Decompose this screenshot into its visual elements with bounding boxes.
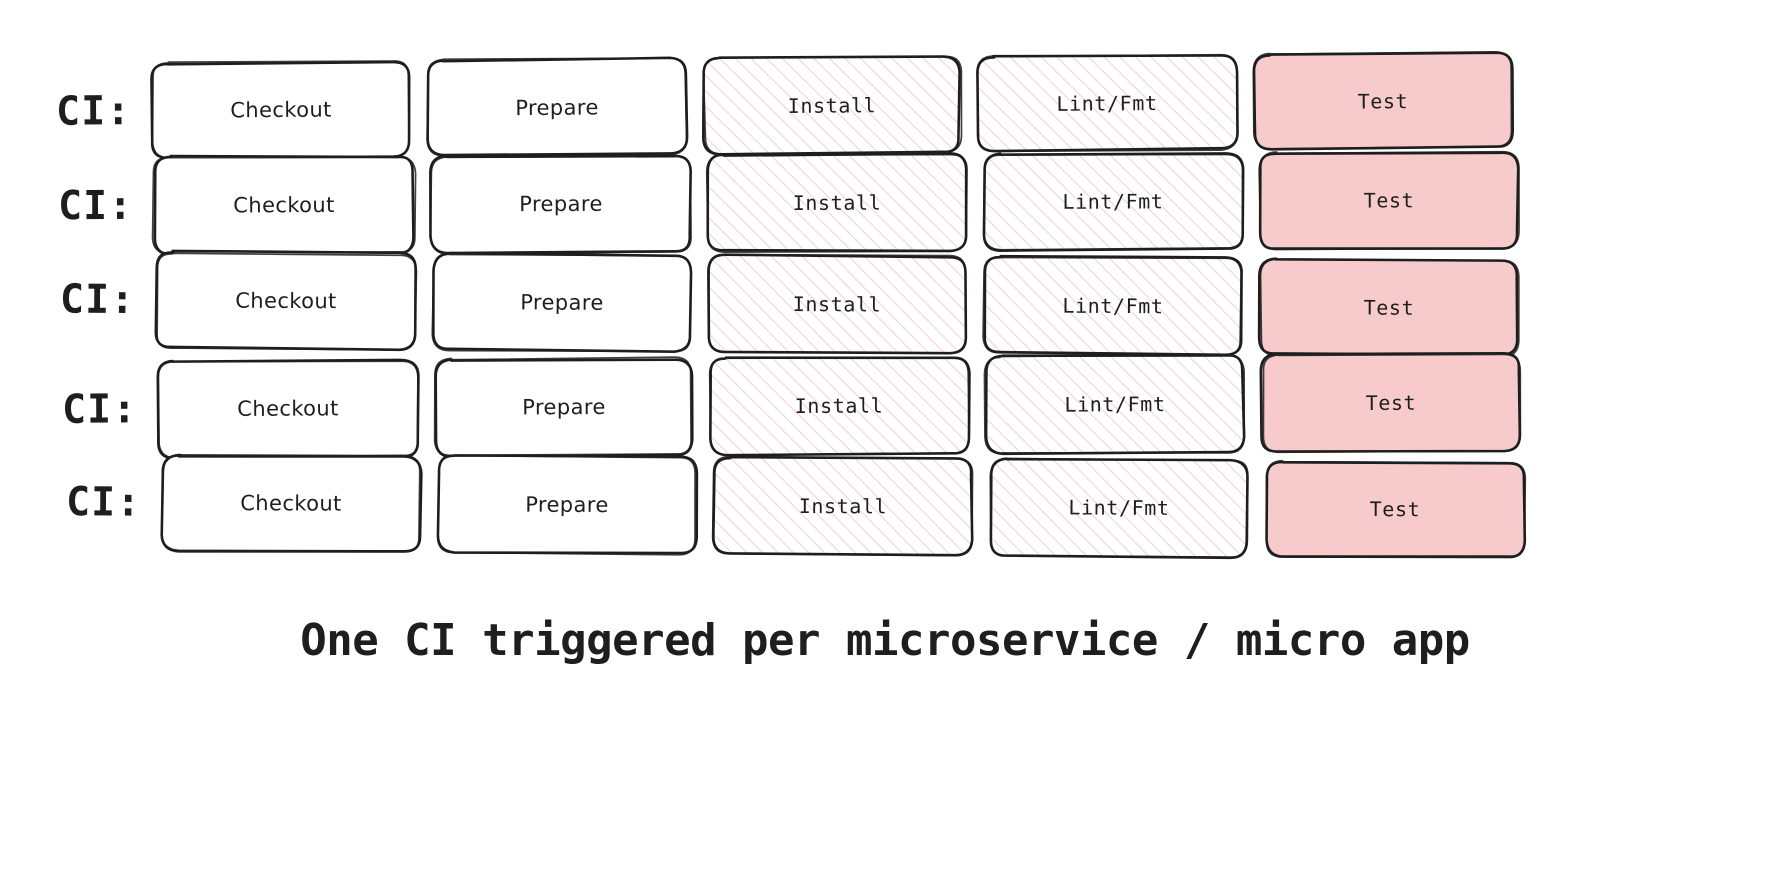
stage-label: Lint/Fmt bbox=[1062, 189, 1164, 214]
ci-row-label: CI: bbox=[55, 87, 132, 135]
pipeline-stage-lint-fmt[interactable]: Lint/Fmt bbox=[983, 354, 1246, 456]
stage-label: Install bbox=[798, 494, 888, 519]
pipeline-stage-install[interactable]: Install bbox=[708, 356, 971, 457]
stage-label: Prepare bbox=[525, 492, 609, 518]
stage-label: Test bbox=[1365, 390, 1417, 415]
pipeline-stage-lint-fmt[interactable]: Lint/Fmt bbox=[982, 152, 1245, 252]
ci-pipeline-row: CI: Checkout Prepare Install Lint/Fmt Test bbox=[55, 50, 1514, 160]
pipeline-stage-checkout[interactable]: Checkout bbox=[160, 453, 423, 553]
stage-label: Prepare bbox=[519, 191, 603, 217]
ci-pipeline-row: CI: Checkout Prepare Install Lint/Fmt Test bbox=[65, 453, 1527, 560]
ci-row-label: CI: bbox=[57, 182, 134, 230]
pipeline-stage-checkout[interactable]: Checkout bbox=[150, 60, 411, 160]
ci-pipeline-row: CI: Checkout Prepare Install Lint/Fmt Test bbox=[59, 249, 1520, 358]
pipeline-stage-test[interactable]: Test bbox=[1258, 150, 1520, 251]
ci-row-label: CI: bbox=[65, 479, 142, 526]
pipeline-stage-test[interactable]: Test bbox=[1265, 459, 1527, 559]
pipeline-stage-prepare[interactable]: Prepare bbox=[431, 251, 693, 353]
stage-label: Lint/Fmt bbox=[1064, 392, 1166, 417]
pipeline-stage-test[interactable]: Test bbox=[1257, 257, 1520, 358]
stage-label: Install bbox=[792, 292, 882, 317]
stage-label: Lint/Fmt bbox=[1068, 495, 1170, 520]
stage-label: Install bbox=[787, 92, 877, 118]
stage-label: Test bbox=[1363, 188, 1415, 213]
pipeline-stage-lint-fmt[interactable]: Lint/Fmt bbox=[982, 254, 1243, 357]
stage-label: Prepare bbox=[520, 290, 604, 315]
stage-label: Test bbox=[1369, 497, 1421, 522]
stage-label: Checkout bbox=[240, 491, 342, 516]
stage-label: Checkout bbox=[230, 97, 332, 122]
stage-label: Test bbox=[1363, 295, 1415, 320]
pipeline-stage-install[interactable]: Install bbox=[705, 152, 968, 253]
stage-label: Lint/Fmt bbox=[1056, 90, 1158, 116]
pipeline-stage-prepare[interactable]: Prepare bbox=[436, 454, 699, 556]
pipeline-stage-lint-fmt[interactable]: Lint/Fmt bbox=[989, 457, 1249, 560]
pipeline-stage-prepare[interactable]: Prepare bbox=[426, 56, 689, 157]
pipeline-stage-checkout[interactable]: Checkout bbox=[156, 358, 420, 460]
pipeline-stage-test[interactable]: Test bbox=[1259, 351, 1522, 454]
stage-label: Checkout bbox=[235, 288, 337, 314]
pipeline-stage-checkout[interactable]: Checkout bbox=[151, 154, 417, 256]
ci-row-label: CI: bbox=[59, 276, 136, 324]
stage-label: Lint/Fmt bbox=[1062, 293, 1164, 319]
pipeline-stage-install[interactable]: Install bbox=[707, 253, 968, 355]
stage-label: Prepare bbox=[515, 94, 599, 120]
stage-label: Install bbox=[792, 190, 882, 215]
diagram-caption: One CI triggered per microservice / micr… bbox=[300, 615, 1470, 666]
stage-label: Test bbox=[1357, 88, 1409, 113]
pipeline-stage-prepare[interactable]: Prepare bbox=[429, 154, 692, 255]
ci-pipeline-row: CI: Checkout Prepare Install Lint/Fmt Test bbox=[61, 351, 1522, 460]
stage-label: Install bbox=[794, 393, 884, 418]
pipeline-stage-test[interactable]: Test bbox=[1252, 50, 1514, 151]
ci-pipeline-row: CI: Checkout Prepare Install Lint/Fmt Test bbox=[57, 150, 1520, 256]
stage-label: Checkout bbox=[237, 396, 339, 421]
pipeline-stage-install[interactable]: Install bbox=[711, 455, 974, 557]
pipeline-stage-checkout[interactable]: Checkout bbox=[154, 249, 418, 352]
stage-label: Prepare bbox=[522, 394, 606, 420]
stage-label: Checkout bbox=[233, 192, 335, 218]
pipeline-stage-lint-fmt[interactable]: Lint/Fmt bbox=[976, 53, 1239, 153]
ci-row-label: CI: bbox=[61, 386, 138, 433]
pipeline-stage-prepare[interactable]: Prepare bbox=[433, 356, 694, 459]
pipeline-stage-install[interactable]: Install bbox=[701, 55, 963, 156]
